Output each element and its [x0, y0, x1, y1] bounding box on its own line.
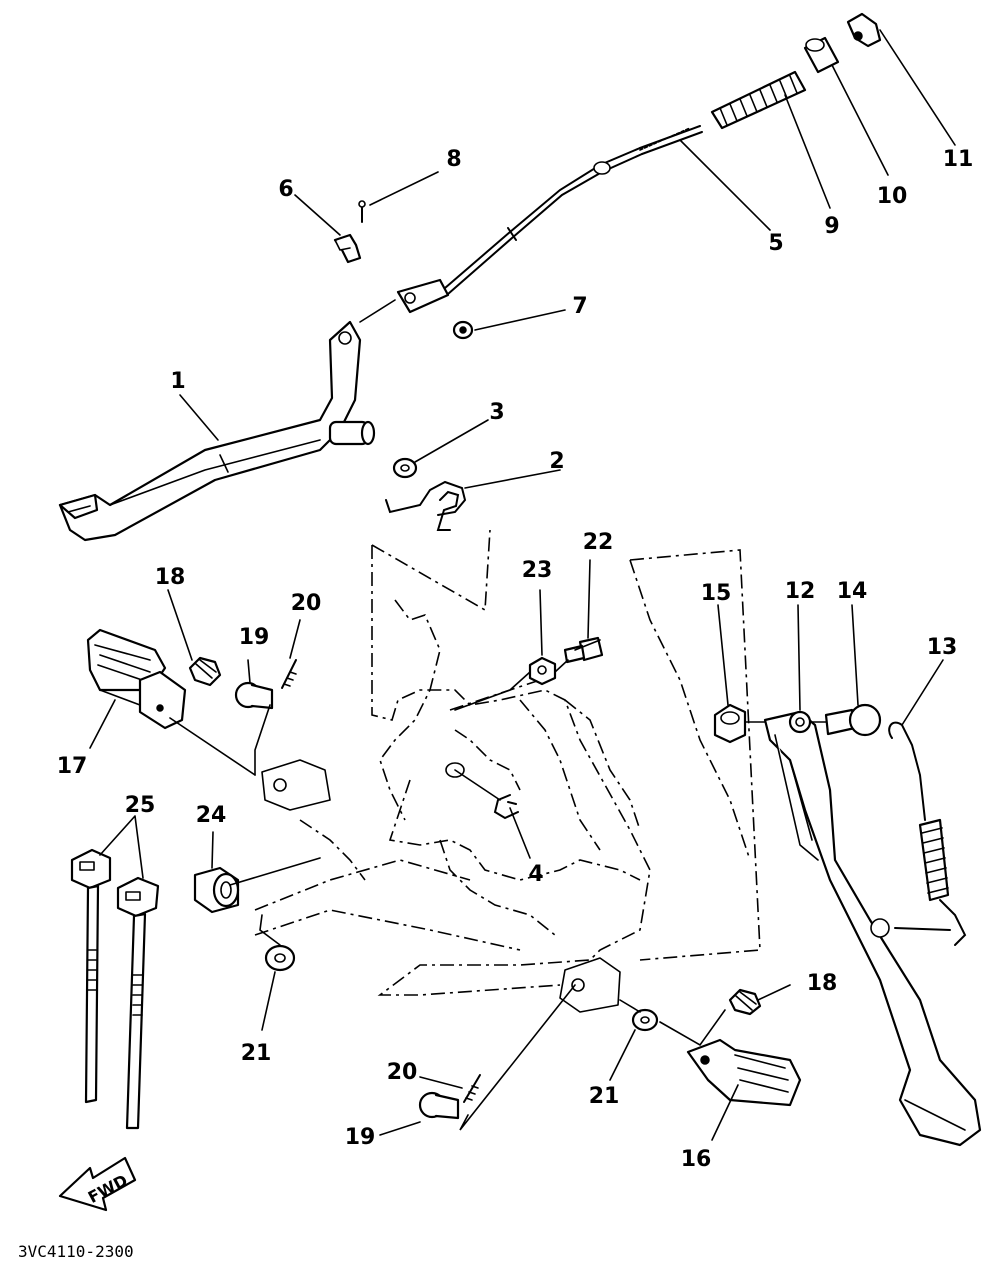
callout-20-left: 20 — [291, 591, 322, 616]
washer-part-3 — [392, 457, 418, 479]
adjuster-part-10 — [803, 36, 840, 74]
cotter-pin-part-20-right — [463, 1074, 481, 1103]
callout-7: 7 — [572, 294, 587, 319]
callout-16: 16 — [681, 1147, 712, 1172]
callout-12: 12 — [785, 579, 816, 604]
brake-pedal-part-1 — [58, 320, 376, 542]
pin-part-6 — [333, 233, 362, 264]
callout-15: 15 — [701, 581, 732, 606]
brake-rod-part-5 — [396, 125, 703, 314]
callout-14: 14 — [837, 579, 868, 604]
callout-5: 5 — [768, 231, 783, 256]
callout-18-right: 18 — [807, 971, 838, 996]
callout-19-left: 19 — [239, 625, 270, 650]
callout-leaders — [89, 29, 956, 1141]
callout-20-right: 20 — [387, 1060, 418, 1085]
callout-2: 2 — [549, 449, 564, 474]
washer-part-21-right — [631, 1008, 659, 1032]
cable-tie-part-25-left — [70, 848, 112, 1104]
callout-1: 1 — [170, 369, 185, 394]
return-spring-part-2 — [385, 480, 467, 531]
callout-21-left: 21 — [241, 1041, 272, 1066]
forward-arrow-icon: FWD — [58, 1156, 137, 1212]
footrest-mount-left — [261, 759, 331, 811]
callout-24: 24 — [196, 803, 227, 828]
spring-part-13 — [870, 721, 967, 946]
callout-3: 3 — [489, 400, 504, 425]
callout-23: 23 — [522, 558, 553, 583]
callout-10: 10 — [877, 184, 908, 209]
washer-part-21-left — [264, 944, 296, 972]
callout-8: 8 — [446, 147, 461, 172]
cotter-pin-part-20-left — [281, 659, 297, 689]
cable-tie-part-25-right — [116, 876, 160, 1130]
callout-22: 22 — [583, 530, 614, 555]
washer-part-7 — [452, 320, 474, 340]
bolt-part-22 — [563, 636, 604, 664]
footrest-mount-right — [559, 957, 621, 1013]
nut-part-23 — [528, 656, 557, 686]
bolt-part-14 — [824, 703, 882, 737]
callout-13: 13 — [927, 635, 958, 660]
wing-nut-part-11 — [846, 12, 882, 48]
callout-17: 17 — [57, 754, 88, 779]
callout-numbers: 1 2 3 4 5 6 7 8 9 10 11 12 13 14 15 16 1… — [57, 147, 974, 1172]
cotter-pin-part-8 — [358, 200, 366, 223]
frame-outline — [254, 529, 761, 996]
bushing-part-24 — [193, 866, 240, 914]
callout-21-right: 21 — [589, 1084, 620, 1109]
callout-19-right: 19 — [345, 1125, 376, 1150]
callout-18-left: 18 — [155, 565, 186, 590]
spring-part-18-right — [728, 988, 762, 1016]
callout-11: 11 — [943, 147, 974, 172]
callout-4: 4 — [528, 862, 543, 887]
callout-6: 6 — [278, 177, 293, 202]
connection-lines — [169, 299, 827, 1131]
callout-25: 25 — [125, 793, 156, 818]
collar-part-15 — [713, 703, 747, 744]
footrest-part-17 — [86, 628, 187, 730]
footrest-part-16 — [686, 1038, 802, 1107]
callout-9: 9 — [824, 214, 839, 239]
diagram-code: 3VC4110-2300 — [18, 1242, 134, 1261]
spring-part-18-left — [188, 656, 222, 687]
pin-part-19-left — [234, 681, 274, 710]
pin-part-19-right — [418, 1091, 460, 1120]
spring-part-9 — [710, 70, 807, 130]
